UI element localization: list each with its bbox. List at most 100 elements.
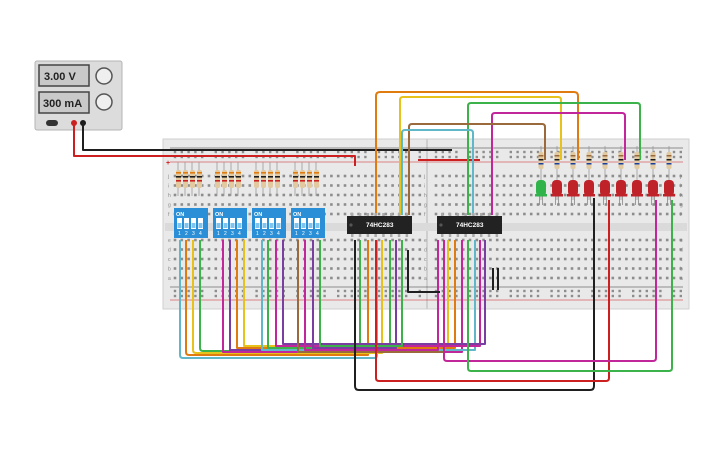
red-led[interactable]	[584, 180, 594, 196]
rail-hole	[652, 150, 655, 154]
rail-hole	[570, 289, 574, 293]
dip-switch-4[interactable]: ON 1 2 3 4	[291, 208, 325, 238]
breadboard-hole	[194, 276, 197, 280]
dip-toggle-knob[interactable]	[315, 223, 320, 228]
voltage-knob[interactable]	[95, 67, 113, 85]
red-led[interactable]	[632, 180, 642, 196]
resistor-band	[236, 172, 241, 174]
dip-toggle-knob[interactable]	[269, 223, 274, 228]
red-led[interactable]	[616, 180, 626, 196]
dip-switch-2[interactable]: ON 1 2 3 4	[213, 208, 247, 238]
breadboard-hole	[679, 193, 683, 197]
breadboard-hole	[516, 212, 519, 216]
rail-hole	[618, 150, 621, 154]
breadboard-hole	[370, 257, 374, 261]
breadboard-hole	[330, 184, 333, 187]
dip-switch-1[interactable]: ON 1 2 3 4	[174, 208, 208, 238]
chip-pin	[405, 213, 409, 216]
green-led[interactable]	[536, 180, 546, 196]
resistor-band	[538, 163, 544, 165]
resistor	[236, 170, 241, 188]
breadboard-hole	[502, 212, 506, 216]
breadboard-hole	[570, 238, 574, 242]
wires[interactable]	[73, 91, 673, 391]
dip-toggle-knob[interactable]	[237, 223, 242, 228]
adder-chip-2[interactable]: 74HC283	[437, 216, 502, 234]
resistor-band	[570, 163, 576, 165]
dip-toggle-knob[interactable]	[198, 223, 203, 228]
breadboard-hole	[364, 248, 367, 251]
breadboard-hole	[659, 248, 662, 251]
breadboard-hole	[194, 193, 197, 197]
breadboard-hole	[309, 267, 313, 270]
power-switch[interactable]	[46, 120, 58, 126]
dip-toggle-knob[interactable]	[191, 223, 196, 228]
breadboard-hole	[482, 193, 485, 197]
breadboard-hole	[665, 238, 669, 242]
breadboard-hole	[330, 248, 333, 251]
current-knob[interactable]	[95, 93, 113, 111]
breadboard-hole	[377, 212, 381, 216]
breadboard-hole	[441, 184, 445, 187]
breadboard-hole	[289, 203, 292, 206]
breadboard-hole	[475, 193, 479, 197]
breadboard-hole	[316, 203, 320, 206]
rail-hole	[194, 289, 197, 293]
dip-toggle-knob[interactable]	[230, 223, 235, 228]
breadboard-hole	[173, 174, 177, 178]
breadboard-hole	[482, 203, 485, 206]
red-led[interactable]	[552, 180, 562, 196]
breadboard-hole	[516, 257, 519, 261]
rail-hole	[173, 289, 177, 293]
dip-toggle-knob[interactable]	[276, 223, 281, 228]
rail-hole	[441, 155, 444, 159]
power-supply[interactable]: 3.00 V 300 mA	[34, 60, 123, 131]
resistor-band	[650, 155, 656, 157]
row-letter: h	[424, 193, 427, 199]
breadboard-hole	[645, 193, 649, 197]
rail-hole	[645, 294, 648, 298]
breadboard-hole	[187, 174, 190, 178]
adder-chip-1[interactable]: 74HC283	[347, 216, 412, 234]
dip-toggle-knob[interactable]	[216, 223, 221, 228]
dip-switch-group[interactable]: ON 1 2 3 4 ON 1 2 3 4 ON 1 2 3 4 ON 1 2 …	[174, 208, 325, 238]
row-letter: e	[168, 238, 171, 244]
rail-hole	[405, 294, 408, 298]
rail-hole	[604, 294, 608, 298]
red-led[interactable]	[600, 180, 610, 196]
dip-toggle-knob[interactable]	[255, 223, 260, 228]
rail-hole	[638, 289, 642, 293]
breadboard-hole	[241, 193, 245, 197]
breadboard-hole	[391, 193, 394, 197]
dip-toggle-knob[interactable]	[184, 223, 189, 228]
breadboard-hole	[377, 193, 381, 197]
rail-hole	[475, 155, 478, 159]
dip-switch-3[interactable]: ON 1 2 3 4	[252, 208, 286, 238]
dip-toggle-knob[interactable]	[301, 223, 306, 228]
dip-toggle-knob[interactable]	[294, 223, 299, 228]
resistor-band	[190, 180, 195, 182]
breadboard-hole	[550, 212, 553, 216]
output-leds[interactable]	[535, 180, 675, 205]
breadboard-hole	[461, 248, 465, 251]
red-led[interactable]	[568, 180, 578, 196]
breadboard-hole	[679, 267, 683, 270]
resistor	[183, 170, 188, 188]
rail-hole	[201, 294, 204, 298]
resistor	[275, 170, 280, 188]
breadboard-hole	[597, 212, 601, 216]
rail-hole	[598, 289, 601, 293]
chip-pin	[366, 234, 370, 237]
red-led[interactable]	[648, 180, 658, 196]
red-led[interactable]	[664, 180, 674, 196]
rail-hole	[255, 294, 258, 298]
rail-hole	[632, 289, 635, 293]
breadboard-hole	[543, 212, 547, 216]
breadboard-hole	[418, 212, 422, 216]
dip-toggle-knob[interactable]	[308, 223, 313, 228]
breadboard-hole	[384, 257, 388, 261]
dip-toggle-knob[interactable]	[262, 223, 267, 228]
breadboard-hole	[255, 267, 258, 270]
dip-toggle-knob[interactable]	[177, 223, 182, 228]
dip-toggle-knob[interactable]	[223, 223, 228, 228]
